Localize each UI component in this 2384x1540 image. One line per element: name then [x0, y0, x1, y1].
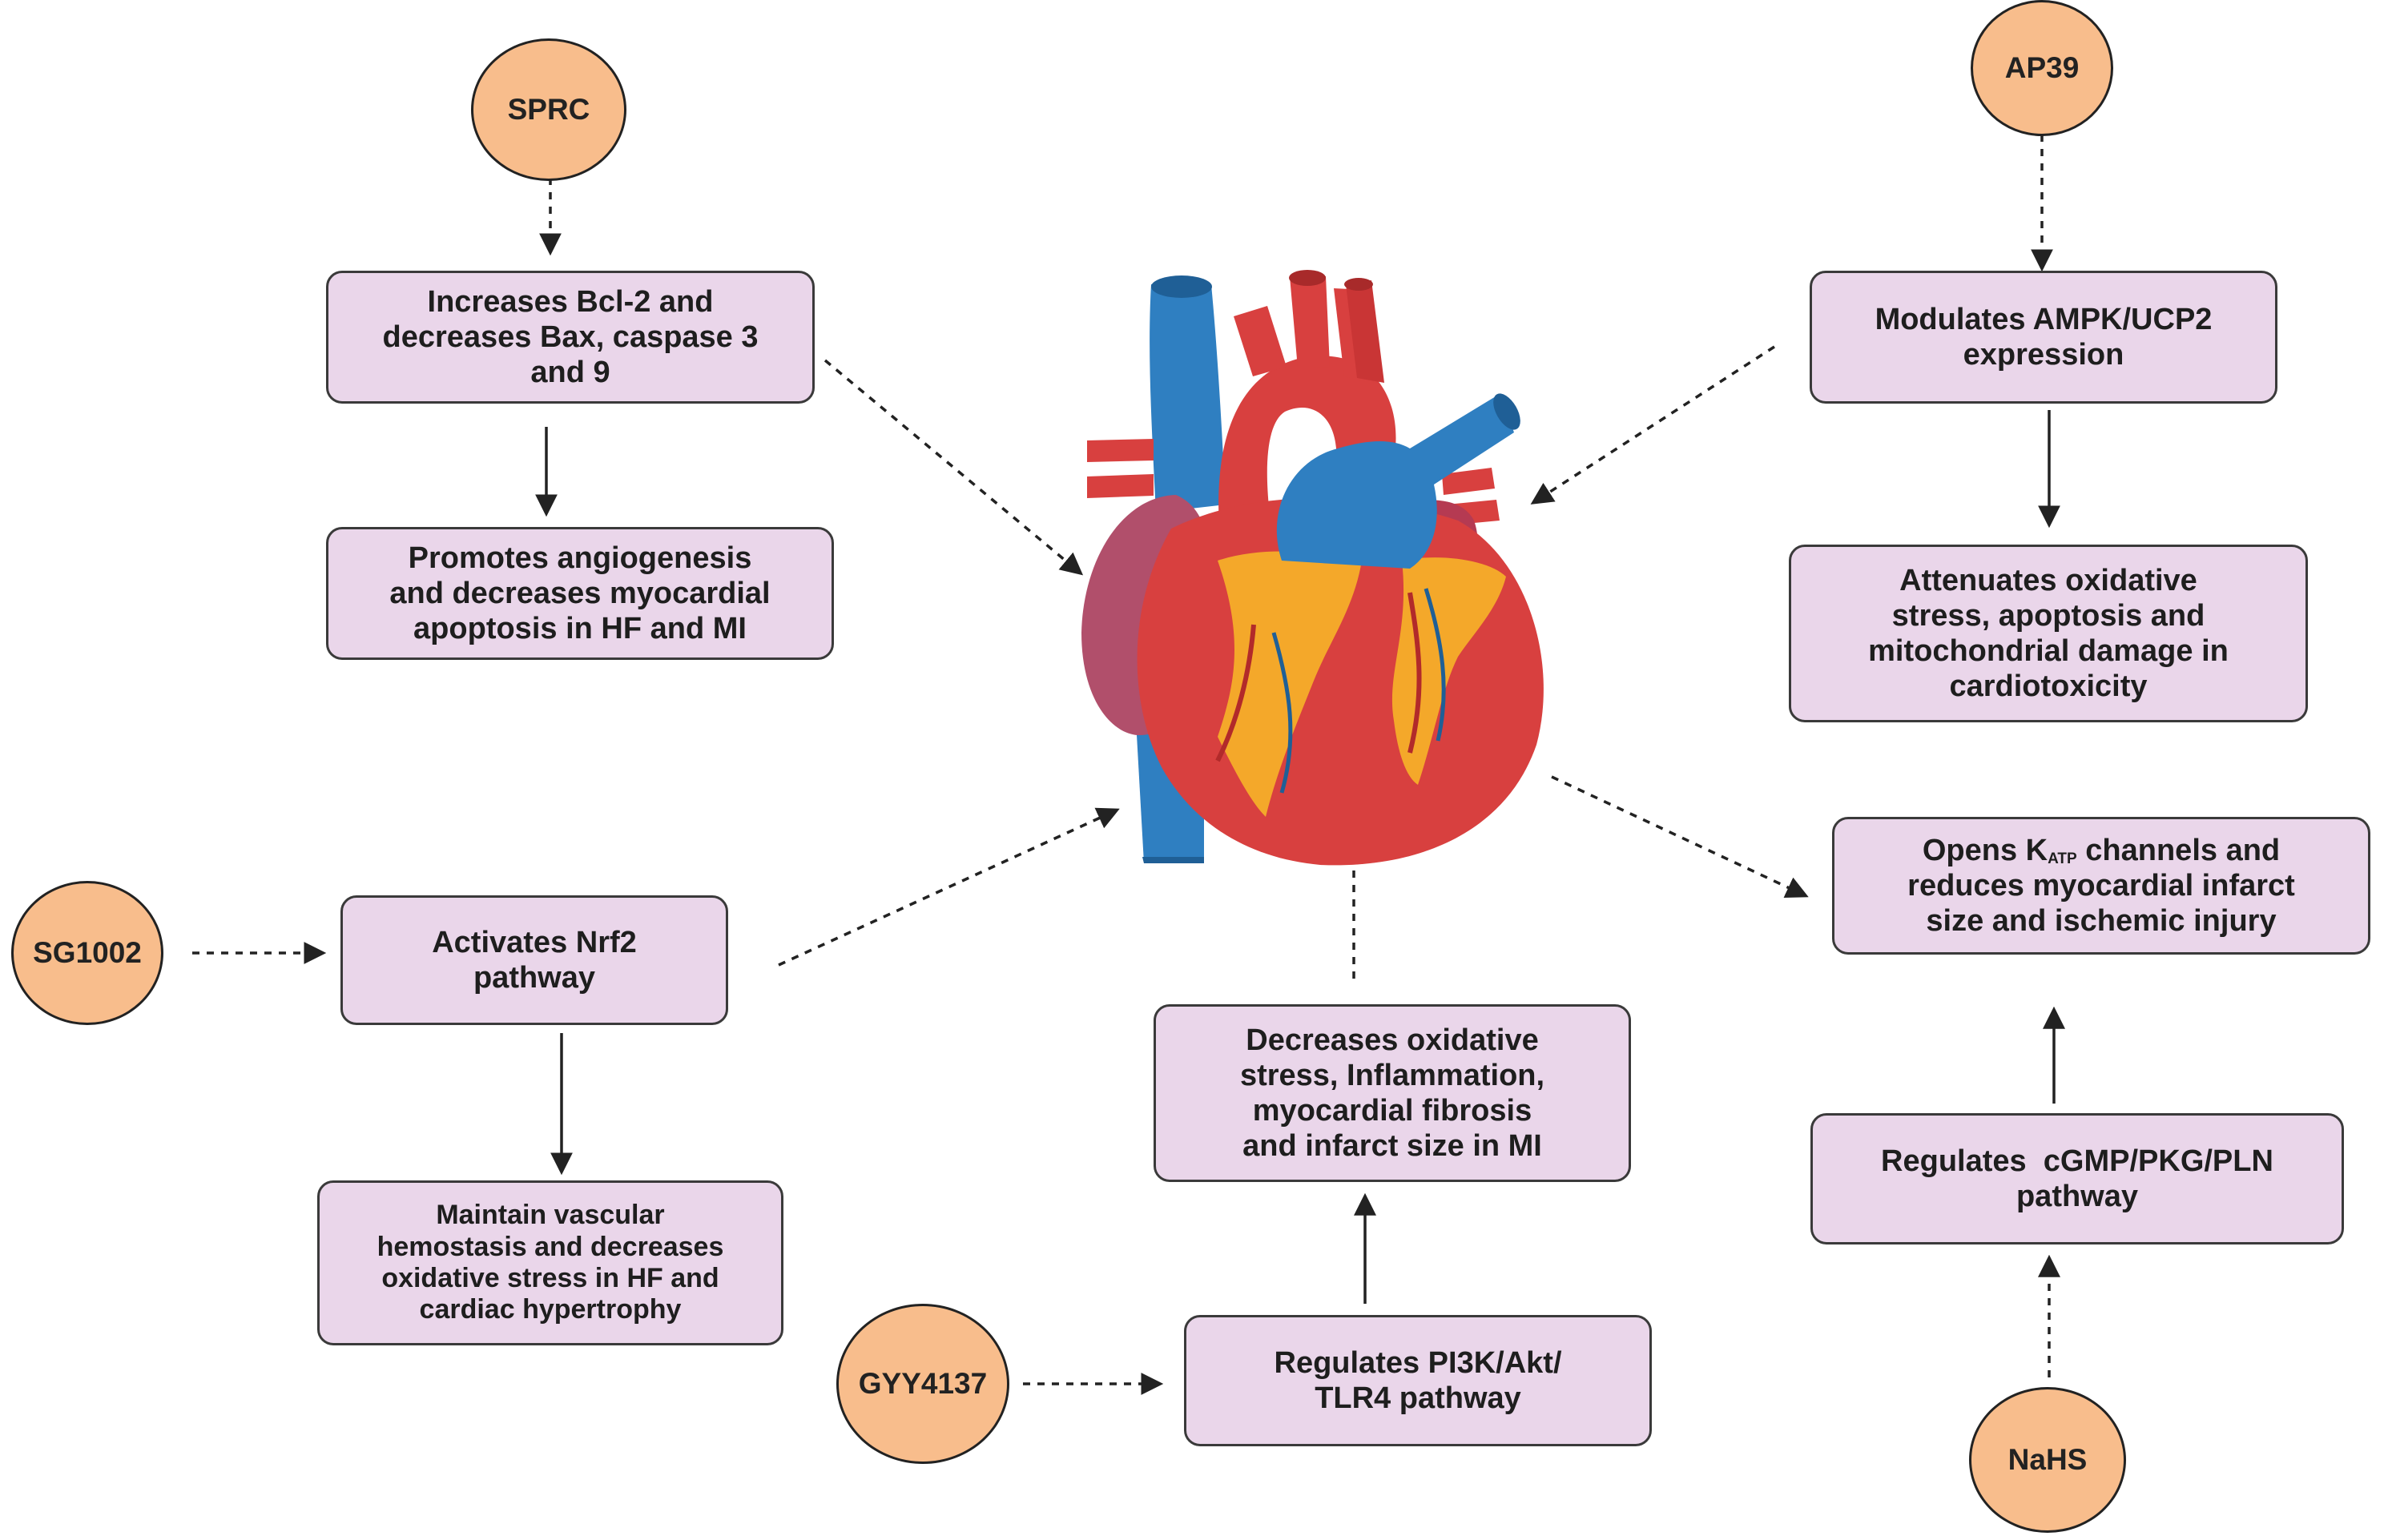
- agent-sprc: SPRC: [471, 38, 626, 181]
- box-ap39-attenuates-line2: stress, apoptosis and: [1891, 598, 2205, 633]
- box-sprc-angiogenesis-line1: Promotes angiogenesis: [408, 541, 752, 575]
- box-sprc-bcl2: Increases Bcl-2 and decreases Bax, caspa…: [326, 271, 815, 404]
- box-sg1002-vascular-line4: cardiac hypertrophy: [419, 1294, 682, 1325]
- agent-ap39-label: AP39: [2004, 51, 2080, 84]
- box-sg1002-nrf2: Activates Nrf2 pathway: [340, 895, 728, 1025]
- box-sg1002-nrf2-line2: pathway: [473, 961, 596, 995]
- box-gyy-decreases: Decreases oxidative stress, Inflammation…: [1154, 1004, 1631, 1182]
- arrow-heart-to-katp: [1551, 775, 1809, 899]
- box-katp-sub: ATP: [2048, 850, 2077, 867]
- box-sg1002-vascular: Maintain vascular hemostasis and decreas…: [317, 1180, 783, 1345]
- box-gyy-decreases-line1: Decreases oxidative: [1246, 1023, 1539, 1057]
- box-ap39-attenuates-line3: mitochondrial damage in: [1868, 634, 2229, 668]
- box-gyy-pi3k-line1: Regulates PI3K/Akt/: [1274, 1345, 1562, 1380]
- box-sg1002-vascular-line2: hemostasis and decreases: [377, 1231, 724, 1262]
- box-nahs-cgmp-line2: pathway: [2016, 1180, 2139, 1213]
- box-ap39-attenuates-line4: cardiotoxicity: [1949, 669, 2148, 704]
- box-gyy-decreases-line4: and infarct size in MI: [1242, 1129, 1542, 1164]
- box-sg1002-vascular-line1: Maintain vascular: [436, 1200, 665, 1231]
- box-katp-line1: Opens KATP channels and: [1907, 833, 2295, 868]
- box-sprc-bcl2-line3: and 9: [530, 356, 610, 390]
- box-ap39-attenuates: Attenuates oxidative stress, apoptosis a…: [1789, 545, 2308, 722]
- box-katp-post: channels and: [2076, 833, 2281, 867]
- box-sprc-angiogenesis: Promotes angiogenesis and decreases myoc…: [326, 527, 834, 660]
- box-gyy-pi3k: Regulates PI3K/Akt/ TLR4 pathway: [1184, 1315, 1652, 1446]
- box-nahs-cgmp-line1: Regulates cGMP/PKG/PLN: [1881, 1144, 2273, 1178]
- box-ap39-attenuates-line1: Attenuates oxidative: [1899, 563, 2197, 597]
- agent-nahs-label: NaHS: [2007, 1443, 2088, 1476]
- box-sprc-angiogenesis-line2: and decreases myocardial: [389, 576, 771, 610]
- agent-sg1002: SG1002: [11, 881, 163, 1025]
- arrow-ampk-to-heart: [1530, 345, 1775, 505]
- heart-icon: [1081, 270, 1544, 866]
- box-katp: Opens KATP channels and reduces myocardi…: [1832, 817, 2370, 955]
- arrow-bcl2-to-heart: [824, 359, 1084, 576]
- box-gyy-pi3k-line2: TLR4 pathway: [1315, 1381, 1521, 1415]
- box-katp-line2: reduces myocardial infarct: [1907, 868, 2295, 903]
- box-sg1002-nrf2-line1: Activates Nrf2: [432, 925, 637, 959]
- box-ap39-ampk-line1: Modulates AMPK/UCP2: [1875, 302, 2213, 336]
- box-gyy-decreases-line3: myocardial fibrosis: [1252, 1094, 1532, 1128]
- agent-sg1002-label: SG1002: [33, 936, 142, 969]
- box-sprc-bcl2-line1: Increases Bcl-2 and: [427, 284, 714, 319]
- agent-gyy4137-label: GYY4137: [858, 1367, 988, 1400]
- agent-nahs: NaHS: [1969, 1387, 2126, 1533]
- box-katp-pre: Opens K: [1922, 833, 2048, 867]
- agent-ap39: AP39: [1971, 0, 2113, 136]
- box-katp-line3: size and ischemic injury: [1926, 904, 2277, 939]
- box-nahs-cgmp: Regulates cGMP/PKG/PLN pathway: [1810, 1113, 2344, 1244]
- box-ap39-ampk: Modulates AMPK/UCP2 expression: [1810, 271, 2277, 404]
- arrow-nrf2-to-heart: [778, 807, 1120, 967]
- box-ap39-ampk-line2: expression: [1963, 338, 2124, 372]
- agent-gyy4137: GYY4137: [836, 1304, 1009, 1464]
- box-gyy-decreases-line2: stress, Inflammation,: [1239, 1058, 1545, 1092]
- agent-sprc-label: SPRC: [507, 93, 590, 126]
- box-sg1002-vascular-line3: oxidative stress in HF and: [381, 1263, 719, 1293]
- box-sprc-angiogenesis-line3: apoptosis in HF and MI: [413, 612, 747, 646]
- box-sprc-bcl2-line2: decreases Bax, caspase 3: [382, 320, 759, 354]
